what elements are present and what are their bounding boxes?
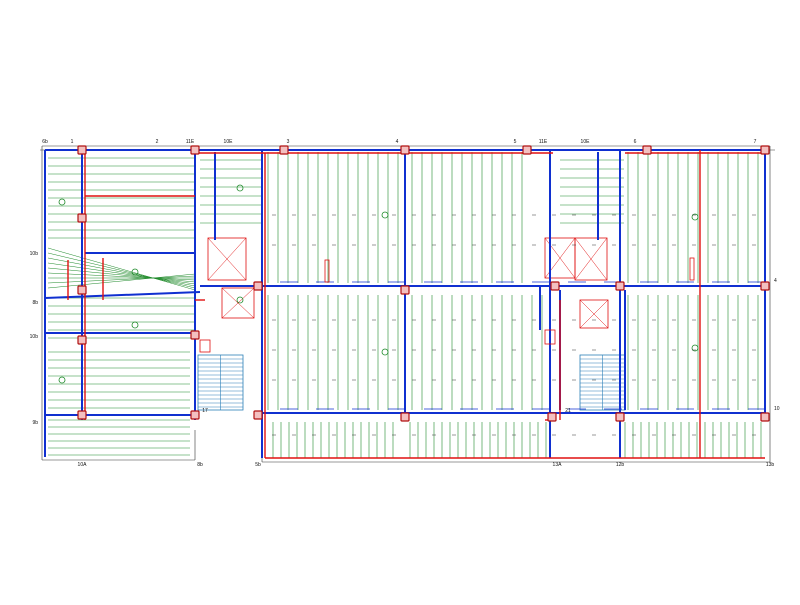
grid-label: 10E: [581, 139, 591, 145]
slab-tag-icon: [691, 344, 699, 352]
column-layer: [77, 145, 770, 422]
column-marker-icon: [760, 145, 770, 155]
slab-tag-icon: [691, 213, 699, 221]
grid-label: 10: [774, 406, 780, 412]
grid-label: 4: [774, 278, 777, 284]
grid-label: 8b: [32, 300, 38, 306]
column-marker-icon: [760, 281, 770, 291]
column-marker-icon: [760, 412, 770, 422]
slab-tag-layer: [58, 184, 756, 436]
slab-tag-icon: [381, 211, 389, 219]
grid-label: 3: [287, 139, 290, 145]
joist-line: [47, 262, 196, 285]
joist-line: [47, 272, 196, 281]
shaft-cross: [579, 299, 609, 329]
grid-label: 5b: [255, 462, 261, 468]
column-marker-icon: [400, 145, 410, 155]
column-marker-icon: [77, 335, 87, 345]
opening-mark: [199, 339, 211, 353]
shaft-cross: [207, 237, 247, 281]
column-marker-icon: [550, 281, 560, 291]
elevator-shaft-icon: [221, 287, 255, 319]
grid-label: 21: [565, 408, 571, 414]
column-marker-icon: [190, 145, 200, 155]
column-marker-icon: [253, 410, 263, 420]
slab-tag-icon: [58, 198, 66, 206]
column-marker-icon: [77, 145, 87, 155]
joist-line: [47, 267, 196, 283]
joist-line: [47, 247, 196, 291]
column-marker-icon: [279, 145, 289, 155]
shaft-cross: [574, 237, 608, 281]
column-marker-icon: [615, 412, 625, 422]
column-marker-icon: [522, 145, 532, 155]
grid-label: 8b: [197, 462, 203, 468]
grid-label: 12b: [616, 462, 625, 468]
grid-label: 10b: [30, 251, 39, 257]
opening-mark: [544, 329, 556, 345]
slab-tag-icon: [236, 296, 244, 304]
grid-label: 2: [156, 139, 159, 145]
grid-label: 10A: [78, 462, 88, 468]
elevator-shaft-icon: [579, 299, 609, 329]
opening-mark: [324, 259, 330, 283]
joist-layer: [47, 152, 762, 458]
grid-label: 5: [514, 139, 517, 145]
column-marker-icon: [642, 145, 652, 155]
grid-label: 6: [634, 139, 637, 145]
shaft-cross: [221, 287, 255, 319]
grid-label-layer: 6b 1 2 11E 10E 3 4 5 11E 10E 6 7 10b 8b 10b 9b 10A 5b 8b 13…: [30, 139, 780, 468]
column-marker-icon: [547, 412, 557, 422]
column-marker-icon: [77, 410, 87, 420]
elevator-shaft-layer: [207, 237, 609, 329]
grid-label: 13A: [553, 462, 563, 468]
joist-line: [47, 273, 196, 289]
column-marker-icon: [190, 330, 200, 340]
slab-tag-icon: [381, 348, 389, 356]
slab-tag-icon: [131, 321, 139, 329]
beam-line: [44, 291, 201, 299]
grid-label: 4: [396, 139, 399, 145]
grid-label: 1: [71, 139, 74, 145]
column-marker-icon: [77, 213, 87, 223]
column-marker-icon: [190, 410, 200, 420]
grid-label: 7: [754, 139, 757, 145]
joist-line: [47, 252, 196, 289]
rebar-layer: [67, 150, 765, 459]
grid-label: 10b: [30, 334, 39, 340]
grid-label: 17: [202, 408, 208, 414]
slab-tag-icon: [236, 184, 244, 192]
grid-label: 13b: [766, 462, 775, 468]
slab-tag-icon: [58, 376, 66, 384]
grid-label: 6b: [42, 139, 48, 145]
opening-mark: [689, 257, 695, 281]
column-marker-icon: [400, 412, 410, 422]
column-marker-icon: [400, 285, 410, 295]
elevator-shaft-icon: [574, 237, 608, 281]
grid-label: 11E: [186, 139, 195, 145]
column-marker-icon: [253, 281, 263, 291]
joist-line: [47, 275, 196, 284]
slab-tag-icon: [131, 268, 139, 276]
joist-line: [47, 257, 196, 287]
column-marker-icon: [615, 281, 625, 291]
grid-label: 10E: [224, 139, 234, 145]
grid-label: 9b: [32, 420, 38, 426]
grid-label: 11E: [539, 139, 548, 145]
column-marker-icon: [77, 285, 87, 295]
elevator-shaft-icon: [207, 237, 247, 281]
